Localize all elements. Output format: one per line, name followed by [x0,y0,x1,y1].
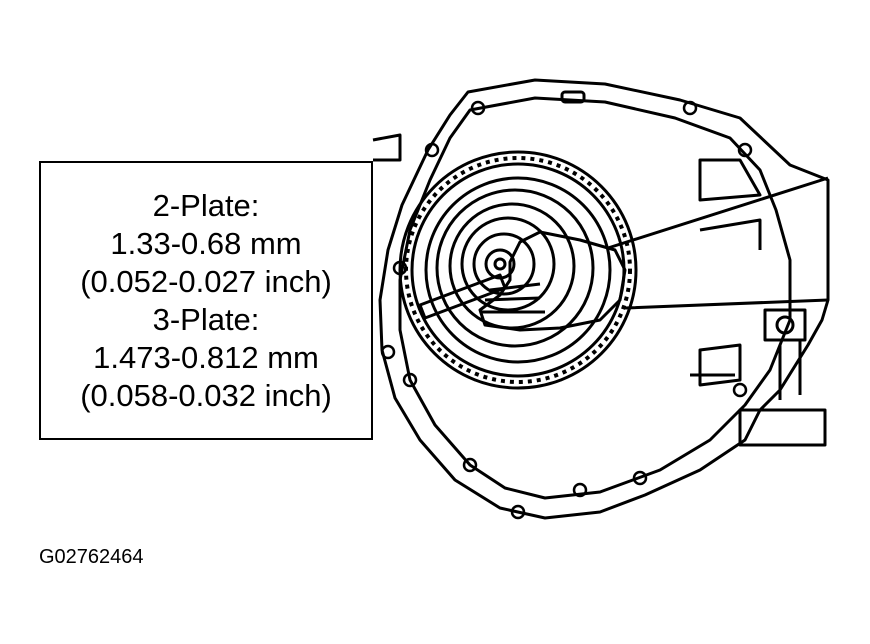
callout-line-2plate-inch: (0.052-0.027 inch) [80,263,332,299]
top-slot [560,90,586,104]
callout-line-3plate-mm: 1.473-0.812 mm [93,339,319,375]
clearance-spec-callout: 2-Plate: 1.33-0.68 mm (0.052-0.027 inch)… [39,161,373,440]
spline-teeth [404,156,632,384]
right-housing [698,218,762,387]
bellhousing-outline [378,78,830,520]
forearm [607,176,829,310]
clutch-rings [398,150,638,390]
callout-line-2plate-label: 2-Plate: [152,187,260,223]
figure-id: G02762464 [39,546,144,568]
bolt-bosses [380,100,753,520]
hand [478,230,627,332]
callout-line-2plate-mm: 1.33-0.68 mm [110,225,302,261]
right-lower-bracket [738,408,827,447]
left-bracket [372,133,402,162]
right-mount [763,308,807,342]
callout-line-3plate-label: 3-Plate: [152,301,260,337]
callout-line-3plate-inch: (0.058-0.032 inch) [80,377,332,413]
